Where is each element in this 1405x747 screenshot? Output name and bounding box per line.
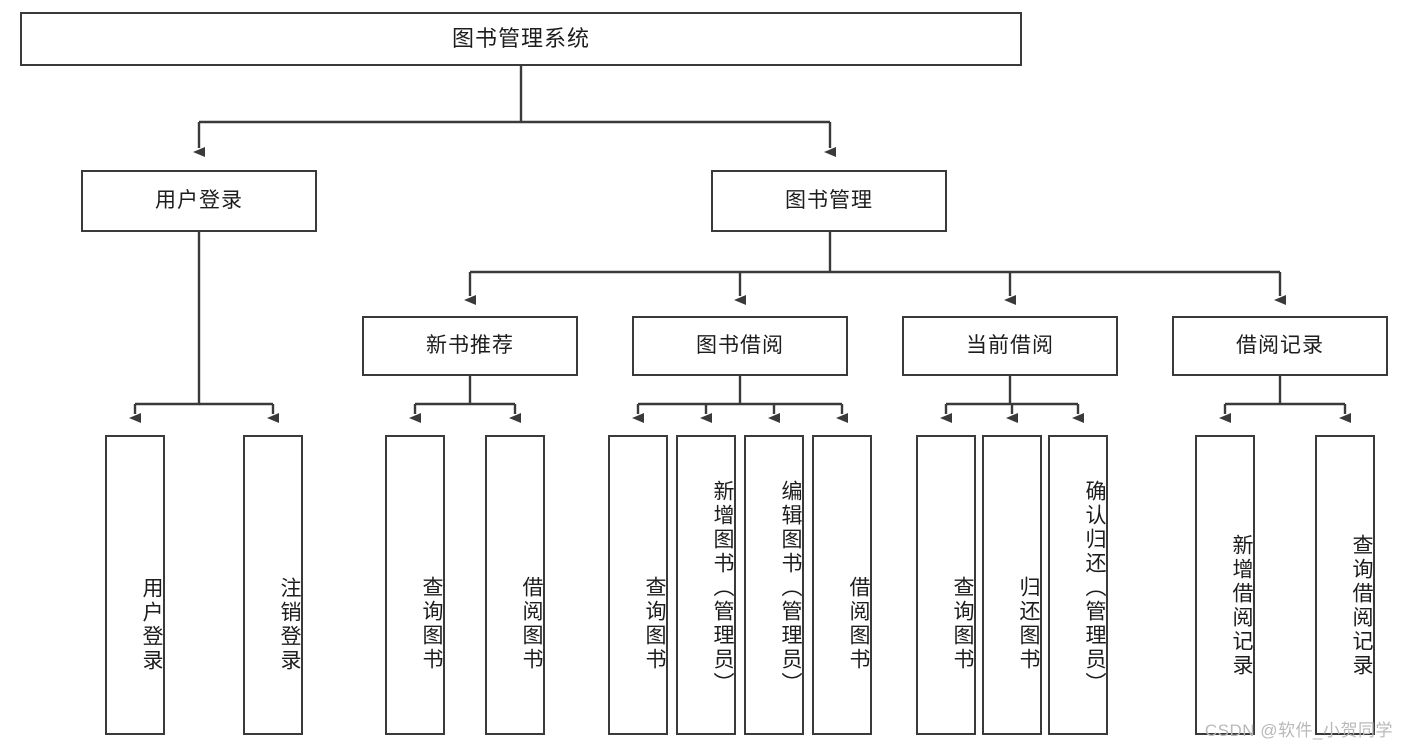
node-leaf-confirm-return-label: 确认归还（管理员） bbox=[1083, 480, 1106, 696]
node-leaf-query-book-3-label: 查询图书 bbox=[951, 576, 974, 672]
node-leaf-edit-book-label: 编辑图书（管理员） bbox=[779, 480, 802, 696]
node-leaf-borrow-book-1-label: 借阅图书 bbox=[520, 576, 543, 672]
node-leaf-add-record[interactable]: 新增借阅记录 bbox=[1195, 435, 1255, 735]
node-user-login[interactable]: 用户登录 bbox=[81, 170, 317, 232]
edge-user-login-left-bus bbox=[135, 270, 201, 406]
node-leaf-edit-book[interactable]: 编辑图书（管理员） bbox=[744, 435, 804, 735]
node-leaf-add-book[interactable]: 新增图书（管理员） bbox=[676, 435, 736, 735]
node-leaf-user-login[interactable]: 用户登录 bbox=[105, 435, 165, 735]
node-leaf-user-logout[interactable]: 注销登录 bbox=[243, 435, 303, 735]
node-leaf-query-book-1-label: 查询图书 bbox=[420, 576, 443, 672]
node-leaf-query-book-1[interactable]: 查询图书 bbox=[385, 435, 445, 735]
node-leaf-borrow-book-2[interactable]: 借阅图书 bbox=[812, 435, 872, 735]
node-leaf-user-login-label: 用户登录 bbox=[140, 577, 163, 673]
node-leaf-return-book[interactable]: 归还图书 bbox=[982, 435, 1042, 735]
node-current-borrow[interactable]: 当前借阅 bbox=[902, 316, 1118, 376]
node-borrow-records[interactable]: 借阅记录 bbox=[1172, 316, 1388, 376]
node-user-login-label: 用户登录 bbox=[155, 189, 243, 213]
csdn-watermark: CSDN @软件_小贺同学 bbox=[1204, 721, 1393, 740]
node-book-management[interactable]: 图书管理 bbox=[711, 170, 947, 232]
node-leaf-return-book-label: 归还图书 bbox=[1017, 576, 1040, 672]
node-new-book-recommend-label: 新书推荐 bbox=[426, 334, 514, 358]
node-leaf-query-record[interactable]: 查询借阅记录 bbox=[1315, 435, 1375, 735]
node-borrow-records-label: 借阅记录 bbox=[1236, 334, 1324, 358]
node-leaf-confirm-return[interactable]: 确认归还（管理员） bbox=[1048, 435, 1108, 735]
node-new-book-recommend[interactable]: 新书推荐 bbox=[362, 316, 578, 376]
node-leaf-query-book-3[interactable]: 查询图书 bbox=[916, 435, 976, 735]
node-book-management-label: 图书管理 bbox=[785, 189, 873, 213]
node-root[interactable]: 图书管理系统 bbox=[20, 12, 1022, 66]
node-book-borrow[interactable]: 图书借阅 bbox=[632, 316, 848, 376]
node-current-borrow-label: 当前借阅 bbox=[966, 334, 1054, 358]
node-leaf-add-record-label: 新增借阅记录 bbox=[1230, 534, 1253, 678]
node-leaf-borrow-book-2-label: 借阅图书 bbox=[847, 576, 870, 672]
node-leaf-add-book-label: 新增图书（管理员） bbox=[711, 480, 734, 696]
node-book-borrow-label: 图书借阅 bbox=[696, 334, 784, 358]
node-leaf-user-logout-label: 注销登录 bbox=[278, 577, 301, 673]
node-leaf-query-record-label: 查询借阅记录 bbox=[1350, 534, 1373, 678]
node-leaf-borrow-book-1[interactable]: 借阅图书 bbox=[485, 435, 545, 735]
node-leaf-query-book-2[interactable]: 查询图书 bbox=[608, 435, 668, 735]
node-leaf-query-book-2-label: 查询图书 bbox=[643, 576, 666, 672]
node-root-label: 图书管理系统 bbox=[451, 25, 590, 51]
